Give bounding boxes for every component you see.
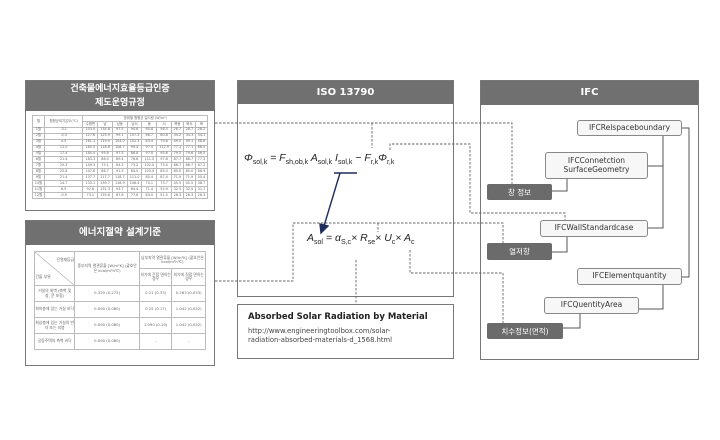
ifc-relspaceboundary[interactable]: IFCRelspaceboundary: [577, 120, 682, 136]
ifc-elementquantity[interactable]: IFCElementquantity: [577, 268, 682, 285]
url-line1[interactable]: http://www.engineeringtoolbox.com/solar-: [248, 327, 391, 335]
dashed-connector: [215, 222, 504, 282]
iso-title: ISO 13790: [238, 81, 453, 104]
header-cell: 중부지역 열관류율 [W/m²K] (괄호안은 kcal/m²h℃): [74, 251, 140, 286]
ifc-wall-standardcase[interactable]: IFCWallStandardcase: [540, 220, 648, 237]
table-cell: 73.1: [82, 191, 99, 199]
dimension-info-box[interactable]: 치수정보(면적): [487, 323, 563, 339]
arrow-head: [319, 223, 330, 235]
dashed-connector: [409, 250, 504, 323]
reference-url[interactable]: http://www.engineeringtoolbox.com/solar-…: [248, 327, 443, 345]
header-cell: 외기에 간접 면하는 경우: [138, 268, 173, 286]
label-line2: SurfaceGeometry: [563, 164, 630, 174]
reference-title: Absorbed Solar Radiation by Material: [248, 312, 428, 322]
header-cell: 방위별 월평균 일사량 (W/m²): [82, 115, 208, 122]
dashed-connector: [389, 143, 566, 220]
window-info-box[interactable]: 창 정보: [487, 184, 552, 200]
energy-rating-title: 건축물에너지효율등급인증 제도운영규정: [26, 81, 214, 111]
reference-box: Absorbed Solar Radiation by Material htt…: [237, 304, 454, 359]
ifc-connection-surface-geometry[interactable]: IFCConnetction SurfaceGeometry: [545, 152, 648, 179]
solar-area-formula: Asol = αS,c× Rse× Uc× Ac: [307, 232, 415, 247]
dashed-connector: [215, 122, 513, 184]
solid-connector: [563, 314, 581, 329]
title-line1: 건축물에너지효율등급인증: [70, 84, 170, 94]
table-cell: -: [138, 333, 173, 350]
table-cell: 0.090 (0.080): [74, 333, 140, 350]
energy-design-title: 에너지절약 설계기준: [26, 221, 214, 245]
solid-connector: [552, 237, 568, 253]
table-cell: 26.3: [194, 191, 209, 199]
label-line1: IFCConnetction: [567, 155, 626, 165]
ifc-title: IFC: [481, 81, 698, 105]
corner-top: 단열재등급: [56, 257, 75, 263]
solid-connector: [682, 127, 690, 278]
solid-connector: [648, 136, 664, 229]
header-cell: 외기에 직접 면하는 경우: [171, 268, 206, 286]
header-cell: 남동: [111, 120, 128, 128]
arrow-line: [323, 172, 341, 227]
url-line2[interactable]: radiation-absorbed-materials-d_1568.html: [248, 336, 393, 344]
ifc-quantityarea[interactable]: IFCQuentityArea: [544, 297, 639, 314]
header-cell: 남: [97, 120, 113, 128]
solid-connector: [552, 179, 568, 192]
table-cell: -0.9: [43, 191, 84, 199]
table-cell: -: [171, 333, 206, 350]
iso-panel: ISO 13790: [237, 80, 454, 297]
header-cell: 수평면: [82, 120, 99, 128]
header-cell: 북: [194, 120, 209, 128]
table-cell: 135.8: [97, 191, 113, 199]
table-row: 거실의 외벽 (측벽 및 창, 문 포함)0.320 (0.275)0.21 (…: [33, 285, 206, 302]
thermal-resistance-box[interactable]: 열저항: [487, 243, 552, 260]
table-cell: 87.8: [111, 191, 128, 199]
header-cell: 월평균외기온도(℃): [43, 115, 84, 128]
corner-bottom: 건물 부위: [35, 273, 51, 279]
table-cell: 공동주택의 측벽 바닥: [33, 333, 76, 350]
title-line2: 제도운영규정: [95, 98, 145, 108]
solar-heat-gain-formula: Φsol,k = Fsh,ob,k Asol,k Isol,k − Fr,kΦr…: [244, 152, 395, 167]
solid-connector: [639, 285, 664, 310]
